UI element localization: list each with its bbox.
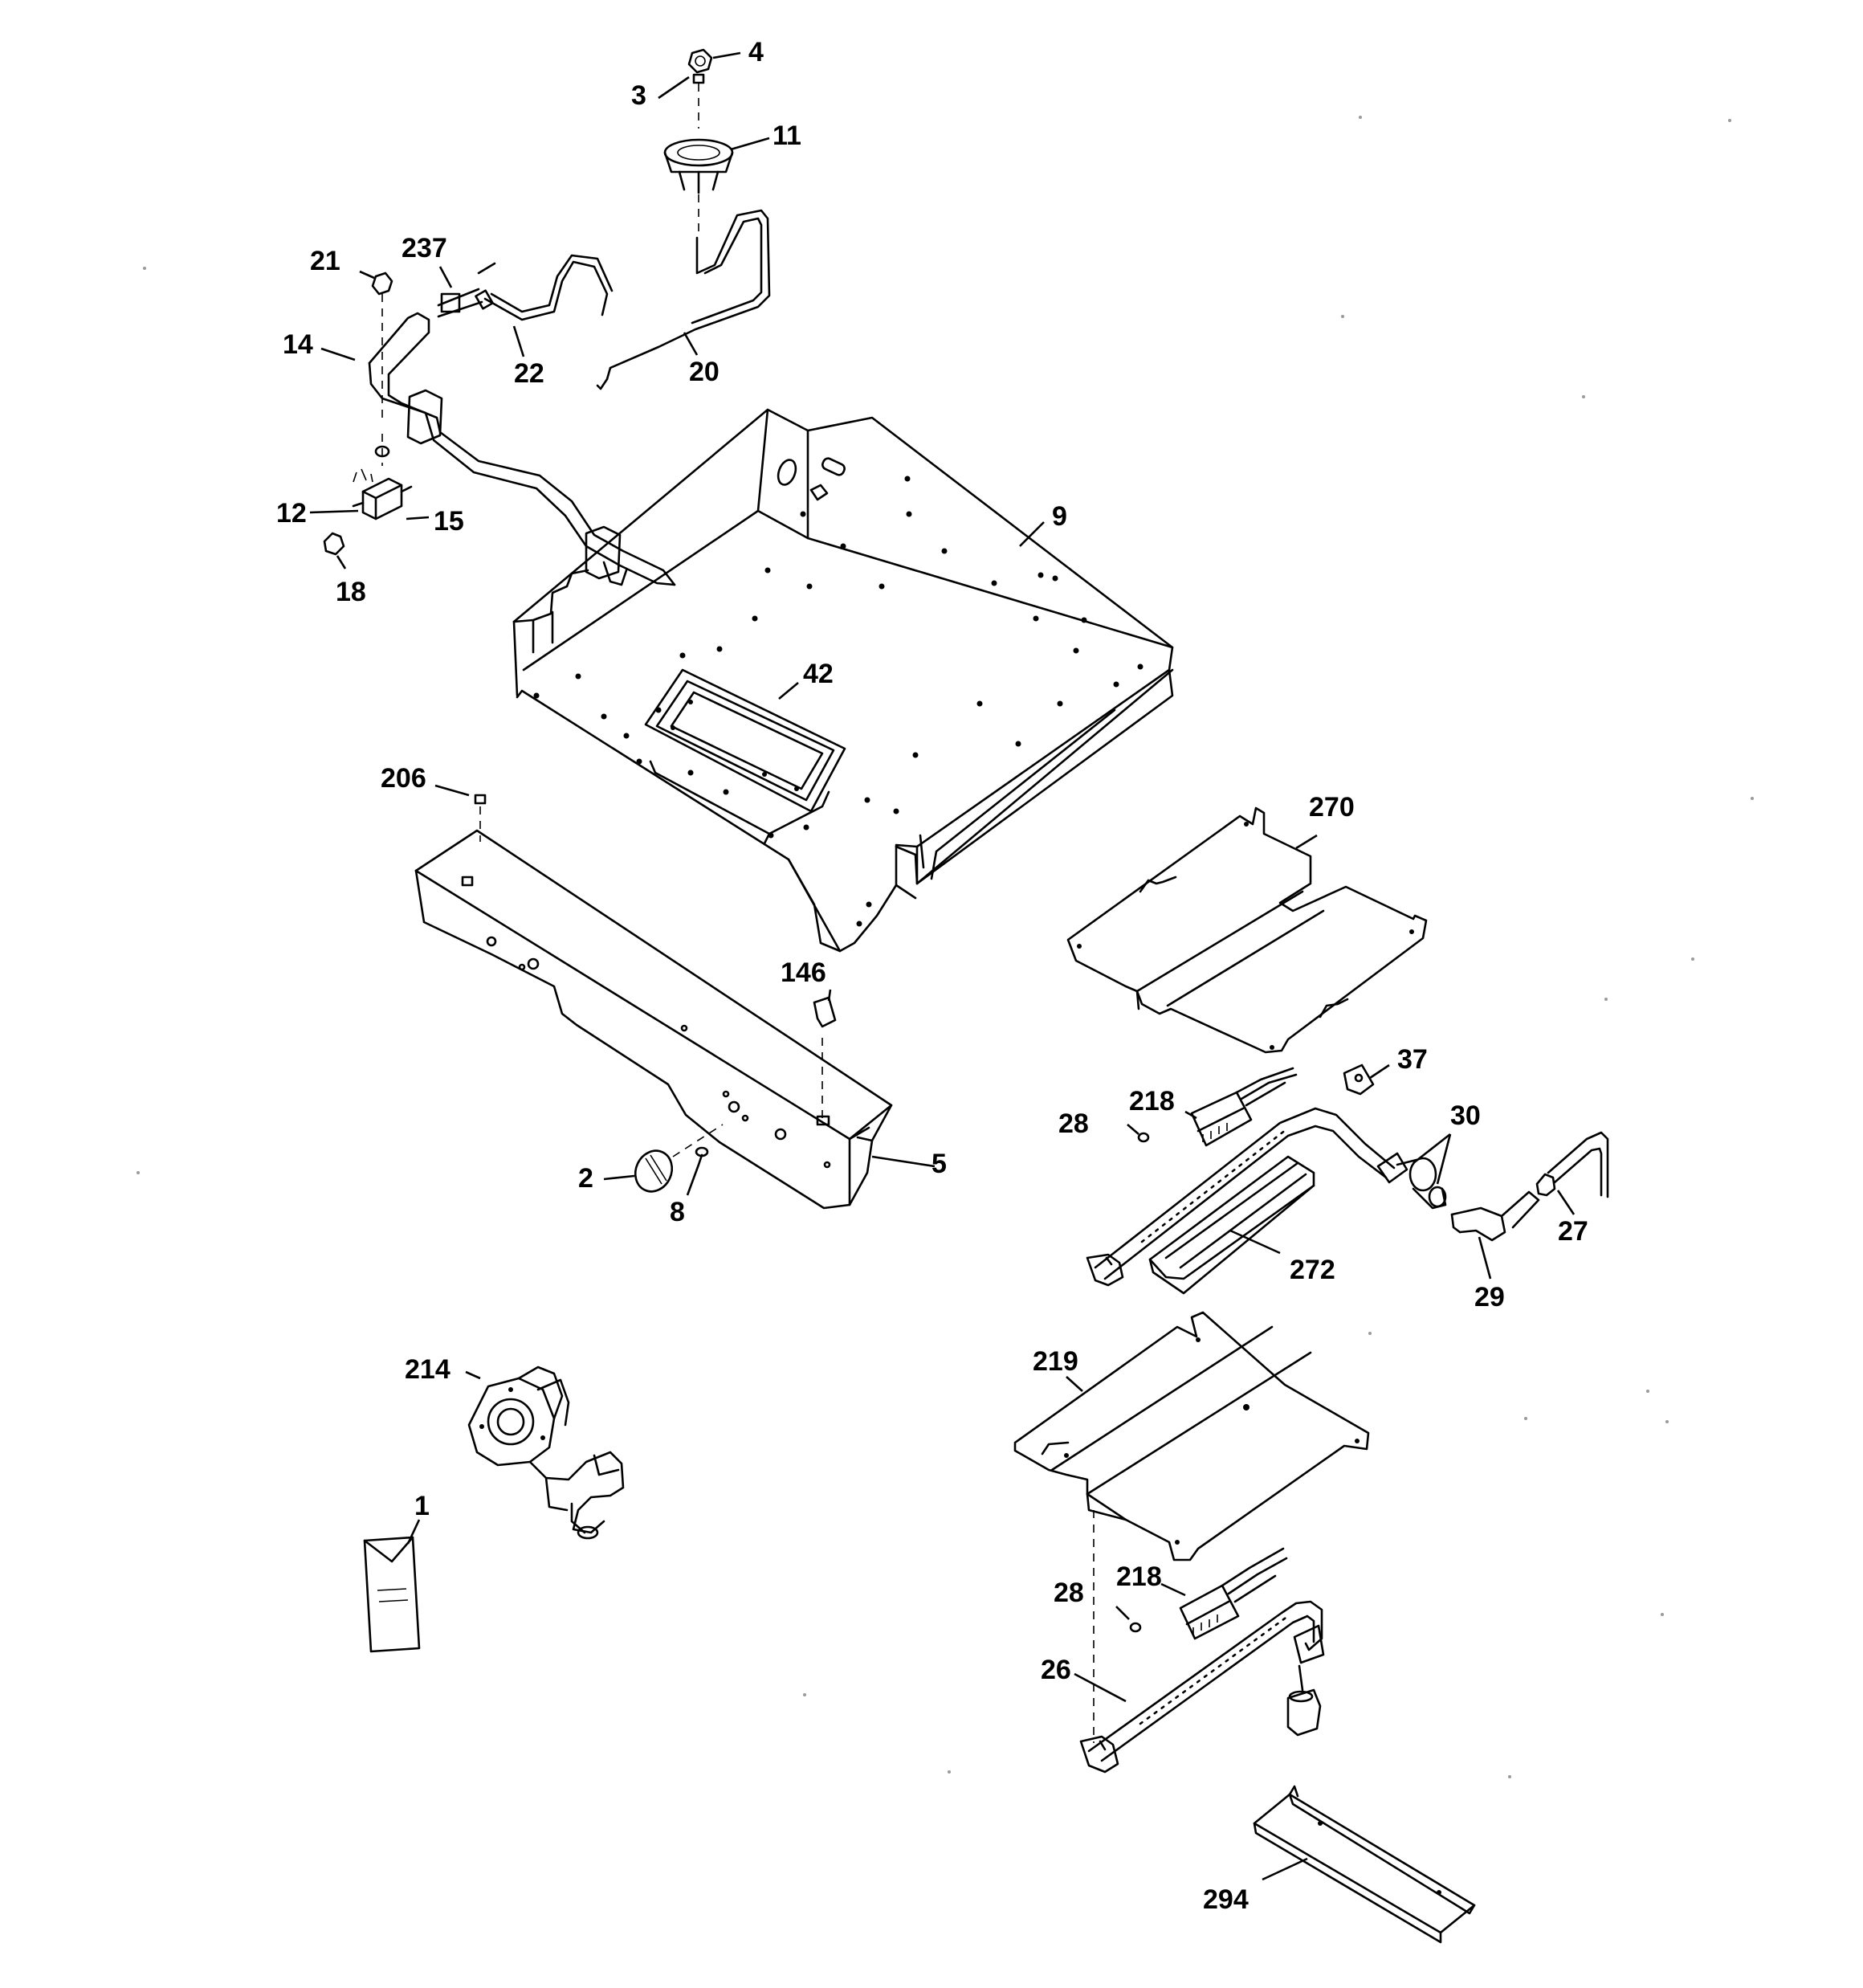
part-bracket-37 [1343,1063,1375,1096]
callout-18: 18 [336,577,366,607]
callout-37: 37 [1397,1044,1428,1075]
callout-270: 270 [1309,792,1355,823]
part-clip-146 [813,996,837,1028]
callout-labels: 4 3 11 21 237 14 22 20 12 15 18 9 42 206… [276,37,1588,1915]
callout-218-lower: 218 [1116,1561,1162,1592]
part-tube-22 [475,254,614,321]
callout-14: 14 [283,329,313,360]
part-burner-head-11 [663,138,734,194]
callout-28-lower: 28 [1054,1578,1084,1608]
leader-lines [309,51,1576,1881]
part-nut-4 [687,48,713,74]
callout-21: 21 [310,246,340,276]
part-tube-20 [596,194,771,390]
part-screw-3 [692,73,705,129]
callout-2: 2 [578,1163,593,1194]
callout-214: 214 [405,1354,450,1385]
callout-237: 237 [402,233,447,263]
callout-11: 11 [773,120,801,151]
part-knob-2 [634,1124,724,1193]
callout-218-upper: 218 [1129,1086,1175,1116]
callout-206: 206 [381,763,426,794]
part-screw-28-upper [1137,1132,1150,1143]
callout-20: 20 [689,357,720,387]
part-manifold-panel-5 [414,829,893,1210]
part-burner-upper [1086,1107,1418,1287]
part-cover-42 [644,668,846,845]
callout-272: 272 [1290,1255,1335,1285]
part-manifold-14 [368,262,676,586]
part-valve-12 [352,468,413,520]
callout-15: 15 [434,506,464,537]
part-manual-1 [363,1536,421,1653]
part-screw-8 [695,1146,709,1166]
part-igniter-218-lower [1179,1547,1288,1640]
callout-28-upper: 28 [1058,1108,1089,1139]
callout-29: 29 [1474,1282,1505,1312]
callout-26: 26 [1041,1655,1071,1685]
callout-146: 146 [781,957,826,988]
callout-42: 42 [803,659,834,689]
part-igniter-218-upper [1190,1067,1298,1147]
callout-9: 9 [1052,501,1067,532]
part-shield-219 [1013,1311,1370,1561]
scan-specks [137,116,1754,1778]
callout-1: 1 [414,1491,430,1521]
callout-5: 5 [932,1149,947,1179]
callout-8: 8 [670,1197,685,1227]
callout-294: 294 [1203,1884,1249,1915]
callout-12: 12 [276,498,307,529]
callout-3: 3 [631,80,646,111]
part-burner-box-9 [512,408,1174,953]
part-shield-270 [1066,806,1428,1054]
callout-27: 27 [1558,1216,1588,1247]
callout-30: 30 [1450,1100,1481,1131]
callout-219: 219 [1033,1346,1078,1377]
callout-4: 4 [748,37,764,67]
part-elbow-29 [1450,1190,1540,1242]
part-screw-28-lower [1093,1510,1142,1743]
part-valve-214 [467,1365,625,1540]
part-screw-206 [474,794,487,842]
part-nut-18 [323,532,345,556]
callout-22: 22 [514,358,544,389]
part-tube-27 [1535,1131,1609,1198]
part-burner-26 [1079,1600,1325,1774]
part-orifice-30 [1408,1157,1447,1210]
part-channel-294 [1253,1785,1476,1944]
